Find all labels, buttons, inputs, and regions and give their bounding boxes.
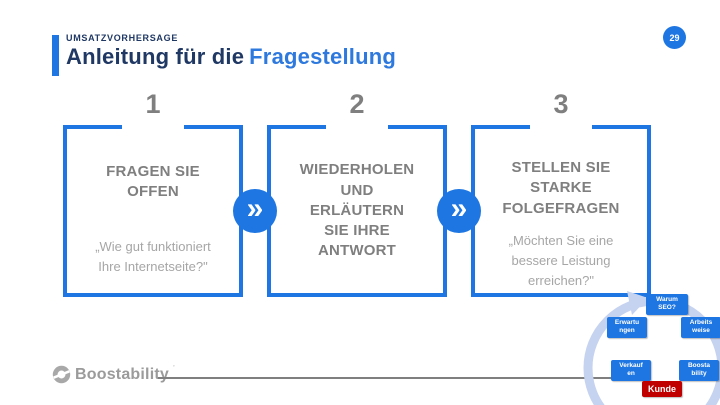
- step-quote: „Wie gut funktioniert Ihre Internetseite…: [95, 238, 211, 274]
- title-accent-bar: [52, 35, 59, 76]
- border-gap: [122, 125, 184, 130]
- step-heading: STELLEN SIE STARKE FOLGEFRAGEN: [502, 159, 620, 217]
- page-title-accent: Fragestellung: [249, 44, 397, 69]
- footer-divider: [158, 377, 640, 379]
- border-gap: [326, 125, 388, 130]
- chevron-glyph: »: [246, 192, 264, 225]
- step-number: 3: [553, 89, 569, 119]
- step-box: WIEDERHOLEN UND ERLÄUTERN SIE IHRE ANTWO…: [267, 125, 447, 297]
- step-box: STELLEN SIE STARKE FOLGEFRAGEN „Möchten …: [471, 125, 651, 297]
- chevron-glyph: »: [450, 192, 468, 225]
- step-heading: FRAGEN SIE OFFEN: [106, 163, 200, 201]
- step-number: 1: [145, 89, 161, 119]
- logo-trademark: ’: [172, 364, 175, 373]
- step-heading: WIEDERHOLEN UND ERLÄUTERN SIE IHRE ANTWO…: [299, 161, 415, 260]
- diagram-node-arbeitsweise: Arbeits weise: [681, 317, 720, 338]
- step-number: 2: [349, 89, 365, 119]
- step-3: STELLEN SIE STARKE FOLGEFRAGEN „Möchten …: [471, 89, 651, 297]
- step-box: FRAGEN SIE OFFEN „Wie gut funktioniert I…: [63, 125, 243, 297]
- diagram-node-boostability: Boosta bility: [679, 360, 719, 381]
- logo-text: Boostability: [75, 366, 169, 383]
- kunde-badge: Kunde: [642, 381, 682, 397]
- step-2: WIEDERHOLEN UND ERLÄUTERN SIE IHRE ANTWO…: [267, 89, 447, 297]
- boostability-logo: Boostability ’: [52, 364, 175, 384]
- eyebrow-label: UMSATZVORHERSAGE: [66, 33, 179, 43]
- step-1: FRAGEN SIE OFFEN „Wie gut funktioniert I…: [63, 89, 243, 297]
- border-gap: [530, 125, 592, 130]
- logo-mark-icon: [52, 365, 71, 384]
- chevron-right-icon: »: [233, 189, 277, 233]
- slide-number-badge: 29: [663, 26, 686, 49]
- chevron-right-icon: »: [437, 189, 481, 233]
- diagram-node-erwartungen: Erwartu ngen: [607, 317, 647, 338]
- diagram-node-verkaufen: Verkauf en: [611, 360, 651, 381]
- diagram-node-warum-seo: Warum SEO?: [646, 294, 688, 315]
- step-quote: „Möchten Sie eine bessere Leistung errei…: [508, 232, 614, 289]
- page-title-dark: Anleitung für die: [66, 44, 245, 69]
